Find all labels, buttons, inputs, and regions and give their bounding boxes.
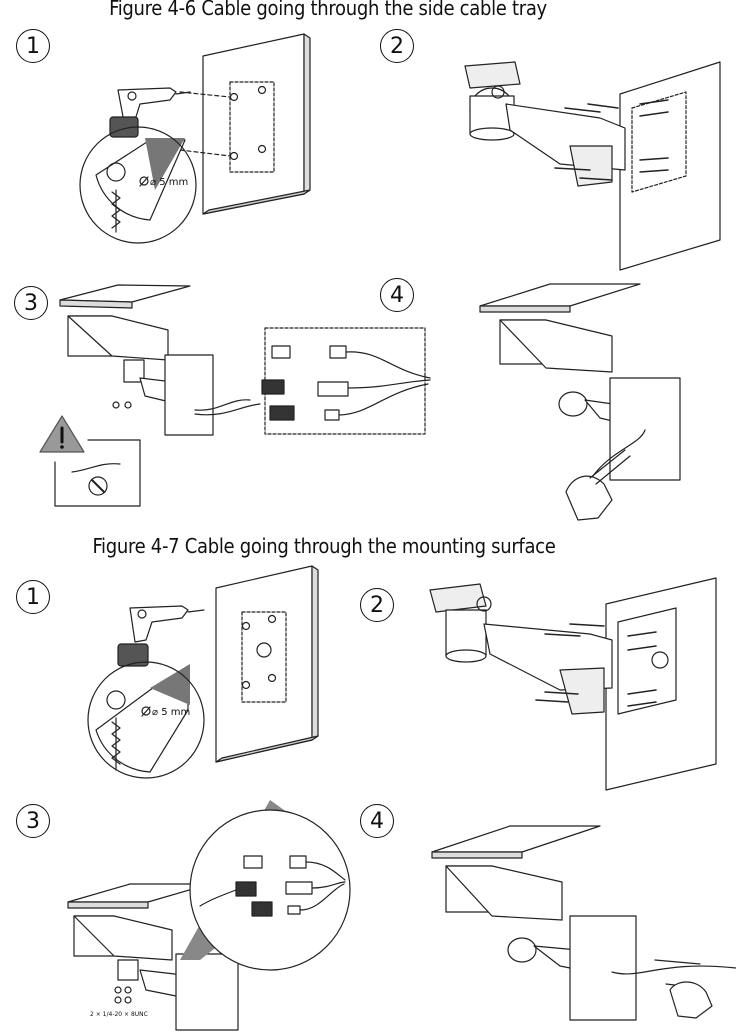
drill-bit-icon <box>79 126 197 244</box>
drill-icon <box>117 605 205 667</box>
warning-icon <box>39 415 85 453</box>
hand-icon <box>669 981 713 1019</box>
step-3-badge-b: 3 <box>16 804 50 838</box>
bracket-camera-icon <box>479 283 681 481</box>
drill-size-label-a: ⌀ 5 mm <box>150 177 188 188</box>
screw-note: 2 × 1/4-20 × 8UNC <box>90 1011 148 1018</box>
bracket-camera-icon <box>429 577 717 791</box>
bracket-camera-icon <box>59 284 261 436</box>
step-4-badge-b: 4 <box>360 804 394 838</box>
wall-plate-icon <box>215 565 319 763</box>
bracket-camera-icon <box>431 825 736 1021</box>
bracket-camera-icon <box>67 883 239 1031</box>
drill-bit-icon <box>87 661 205 779</box>
drill-size-label-b: ⌀ 5 mm <box>152 707 190 718</box>
hand-icon <box>565 449 631 521</box>
connector-icon <box>261 327 431 435</box>
connector-icon <box>180 800 351 971</box>
step-3-badge-a: 3 <box>14 286 48 320</box>
no-twist-icon <box>54 439 141 507</box>
step-2-badge-a: 2 <box>380 29 414 63</box>
figure-4-6-title: Figure 4-6 Cable going through the side … <box>109 0 547 20</box>
drill-icon <box>109 87 191 138</box>
step-2-badge-b: 2 <box>360 588 394 622</box>
wall-plate-icon <box>179 33 311 215</box>
bracket-camera-icon <box>464 61 721 271</box>
step-1-badge-a: 1 <box>16 29 50 63</box>
step-1-badge-b: 1 <box>16 580 50 614</box>
step-4-badge-a: 4 <box>380 278 414 312</box>
figure-4-7-title: Figure 4-7 Cable going through the mount… <box>92 534 556 558</box>
